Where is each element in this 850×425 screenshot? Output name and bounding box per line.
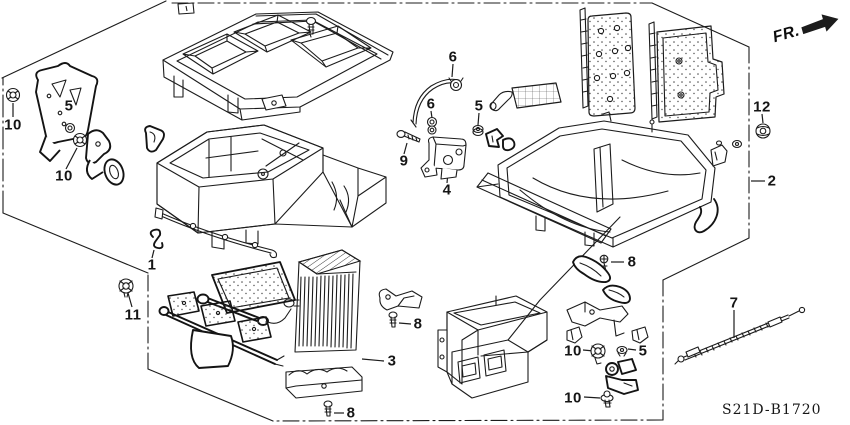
callout-7[interactable]: 7 [729,294,739,312]
callout-12[interactable]: 12 [753,98,771,116]
callout-5[interactable]: 5 [474,97,484,115]
screw [305,16,317,38]
callout-11[interactable]: 11 [124,306,142,324]
callout-4[interactable]: 4 [442,181,452,199]
left-bracket-cluster [5,62,125,186]
control-cable [674,306,806,365]
callout-8[interactable]: 8 [413,315,423,333]
nut-5 [472,124,484,137]
assembly-line [507,216,621,341]
screw [323,400,333,417]
screw [600,390,614,408]
nut [72,132,88,148]
callout-2[interactable]: 2 [767,172,777,190]
upper-cover [162,2,394,121]
insulator-pad-right [648,21,725,123]
mode-flap-assembly [158,291,285,369]
drain-tube-pad [489,82,562,112]
core-bracket [378,288,423,328]
callout-5[interactable]: 5 [64,97,74,115]
clip-cluster-right [566,254,649,408]
main-heater-case [144,124,387,259]
callout-8[interactable]: 8 [627,253,637,271]
actuator-motor [420,136,467,180]
fr-label: FR. [770,22,802,47]
screw [388,311,398,328]
push-nut [616,345,628,357]
diagram-code: S21D-B1720 [722,402,822,418]
actuator-rod [410,77,464,135]
lower-heater-case [476,111,743,248]
nut-11 [118,278,134,298]
fr-arrow-icon [801,14,839,35]
callout-10[interactable]: 10 [564,342,582,360]
callout-9[interactable]: 9 [399,152,409,170]
cable-clamp [149,228,164,250]
callout-10[interactable]: 10 [564,389,582,407]
case-clip [710,140,728,167]
screw-9 [396,130,421,143]
nut [64,122,76,134]
callout-5[interactable]: 5 [638,342,648,360]
grommet-12 [755,123,771,139]
callout-10[interactable]: 10 [55,167,73,185]
fr-direction-indicator: FR. [770,9,843,49]
heater-duct [437,295,548,399]
screw [599,254,609,272]
callout-10[interactable]: 10 [4,116,22,134]
nut [5,87,21,103]
nut [590,343,606,365]
rod-clip [448,77,464,92]
callout-3[interactable]: 3 [387,352,397,370]
insulator-pad-left [579,7,636,117]
callout-8[interactable]: 8 [346,404,356,422]
callout-6[interactable]: 6 [426,95,436,113]
actuator-levers [485,128,516,152]
callout-1[interactable]: 1 [147,256,157,274]
callout-6[interactable]: 6 [448,48,458,66]
washer [731,139,743,149]
heater-core [283,249,362,353]
core-seal-tray [285,366,363,417]
grommet [103,158,125,186]
lever-bracket [605,358,639,395]
diagram-border [1,0,750,422]
rod-clip [426,116,438,135]
